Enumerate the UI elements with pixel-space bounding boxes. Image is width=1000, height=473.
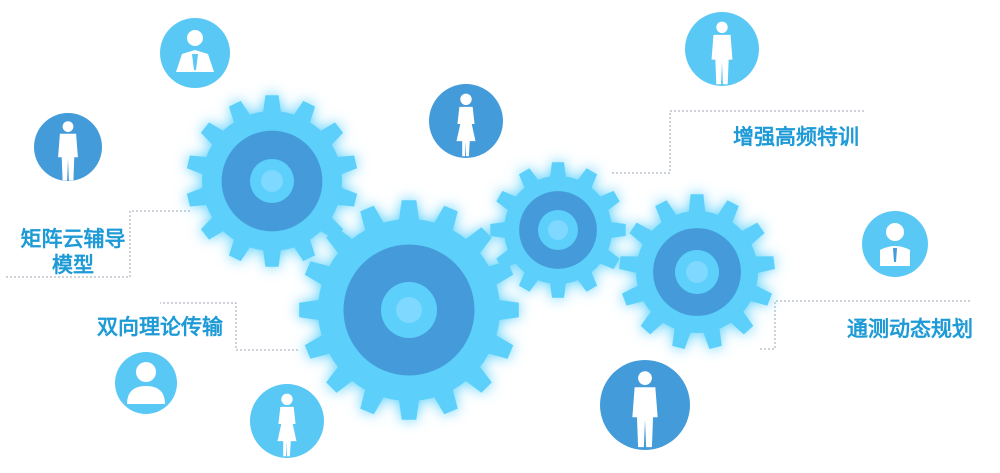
gear-top-left-hole — [261, 170, 283, 192]
label-matrix-cloud-line2: 模型 — [52, 253, 94, 277]
businessman-top-right-circle-icon — [685, 12, 759, 86]
gear-layer — [186, 95, 775, 420]
label-two-way-theory: 双向理论传输 — [97, 315, 223, 339]
gear-top-left — [186, 95, 358, 267]
manager-right-circle-icon — [862, 211, 928, 277]
manager-left-circle-icon — [34, 113, 102, 181]
gear-center — [299, 200, 519, 420]
gear-middle-right-hole — [548, 220, 568, 240]
label-matrix-cloud-model: 矩阵云辅导 模型 — [8, 226, 138, 278]
label-dynamic-planning: 通测动态规划 — [847, 317, 973, 341]
gear-middle-right — [490, 162, 626, 298]
icon-layer — [34, 12, 928, 458]
businesswoman-bottom-circle-icon — [250, 384, 324, 458]
gear-right — [619, 194, 775, 349]
label-matrix-cloud-line1: 矩阵云辅导 — [20, 227, 126, 251]
user-avatar-circle-icon — [115, 352, 177, 414]
businessman-top-circle-icon — [160, 18, 230, 88]
leader-lines — [5, 110, 972, 351]
label-intensive-training: 增强高频特训 — [733, 125, 859, 149]
businesswoman-center-circle-icon — [429, 84, 503, 158]
businessman-bottom-right-circle-icon — [600, 360, 690, 450]
gear-right-hole — [686, 261, 708, 283]
gear-center-hole — [396, 297, 422, 323]
